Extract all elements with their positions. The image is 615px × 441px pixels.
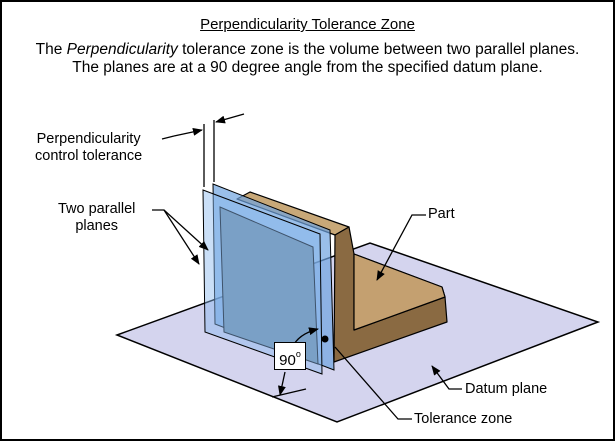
zone-dot xyxy=(321,335,329,343)
planes-leader xyxy=(152,209,209,251)
zone-label: Tolerance zone xyxy=(414,411,513,427)
planes-label: Two parallel planes xyxy=(58,201,135,235)
planes-label-line2: planes xyxy=(75,218,119,234)
angle-value: 90 xyxy=(279,352,296,369)
desc-text: The xyxy=(35,41,67,58)
datum-leader xyxy=(431,365,462,390)
tolerance-plane-front xyxy=(202,189,323,375)
tolerance-label: Perpendicularity control tolerance xyxy=(35,131,143,165)
desc-italic: Perpendicularity xyxy=(66,41,178,58)
tolerance-dimension xyxy=(161,113,245,187)
part-leader xyxy=(376,214,426,281)
planes-label-line1: Two parallel xyxy=(58,201,136,217)
part-label: Part xyxy=(428,206,455,222)
desc-text: tolerance zone is the volume between two… xyxy=(177,41,580,58)
datum-label: Datum plane xyxy=(465,381,548,397)
diagram-title: Perpendicularity Tolerance Zone xyxy=(200,16,415,33)
tolerance-zone-face xyxy=(219,206,319,365)
tolerance-label-line1: Perpendicularity xyxy=(36,131,141,147)
tolerance-label-line2: control tolerance xyxy=(35,148,143,164)
angle-box: 90o xyxy=(274,342,306,370)
zone-leader xyxy=(334,346,412,420)
desc-line2: The planes are at a 90 degree angle from… xyxy=(72,59,543,76)
degree-symbol: o xyxy=(295,349,301,359)
diagram-description: The Perpendicularity tolerance zone is t… xyxy=(2,41,613,77)
